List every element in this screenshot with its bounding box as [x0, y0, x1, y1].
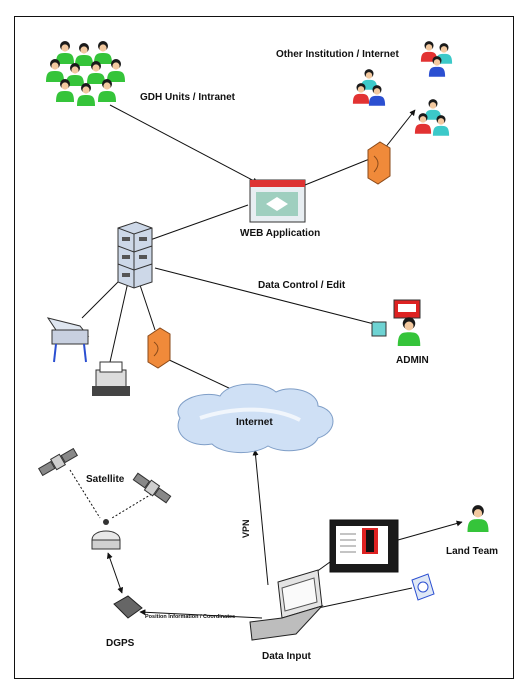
dgps-device-icon: [113, 595, 143, 619]
line-web-to-firewall: [304, 157, 373, 186]
line-monitor-to-landteam: [397, 520, 463, 541]
line-server-to-firewall2: [139, 284, 156, 331]
gdh-users-group-icon: [46, 41, 125, 106]
camera-icon: [411, 573, 435, 601]
line-dgps-to-laptop: [139, 609, 263, 619]
label-satellite: Satellite: [86, 474, 125, 485]
diagram-frame: [14, 16, 514, 679]
printer-icon: [92, 361, 130, 396]
label-web-application: WEB Application: [240, 228, 320, 239]
label-admin: ADMIN: [396, 355, 429, 366]
web-application-icon: [249, 179, 306, 223]
firewall-icon: [367, 141, 391, 185]
line-receiver-to-dgps: [106, 552, 124, 594]
line-sat1-to-dgps: [69, 469, 101, 519]
line-server-to-plotter: [81, 277, 123, 319]
server-icon: [117, 221, 153, 289]
satellite-icon: [37, 447, 172, 504]
line-gdh-to-web: [109, 104, 259, 184]
line-sat2-to-dgps: [111, 491, 156, 519]
label-data-input: Data Input: [262, 651, 312, 662]
line-firewall-to-other: [384, 109, 416, 149]
land-team-user-icon: [467, 505, 489, 532]
admin-user-icon: [371, 299, 421, 346]
monitor-icon: [329, 519, 399, 573]
label-gdh-units: GDH Units / Intranet: [140, 92, 236, 103]
plotter-icon: [46, 317, 90, 363]
gps-receiver-icon: [91, 519, 121, 550]
firewall-icon-2: [147, 327, 171, 369]
label-land-team: Land Team: [446, 546, 498, 557]
line-laptop-to-internet: [252, 449, 269, 586]
line-server-to-printer: [109, 281, 129, 363]
label-dgps: DGPS: [106, 638, 135, 649]
line-server-to-web: [149, 204, 249, 241]
label-vpn: VPN: [241, 519, 251, 538]
label-data-control: Data Control / Edit: [258, 280, 346, 291]
label-other-institution: Other Institution / Internet: [276, 49, 399, 60]
label-internet: Internet: [236, 417, 273, 428]
line-server-to-admin: [154, 267, 379, 327]
cloud-icon: [177, 383, 334, 453]
line-laptop-to-camera: [317, 587, 413, 609]
laptop-icon: [249, 569, 324, 641]
label-position-info: Position Information / Coordinates: [145, 614, 235, 620]
